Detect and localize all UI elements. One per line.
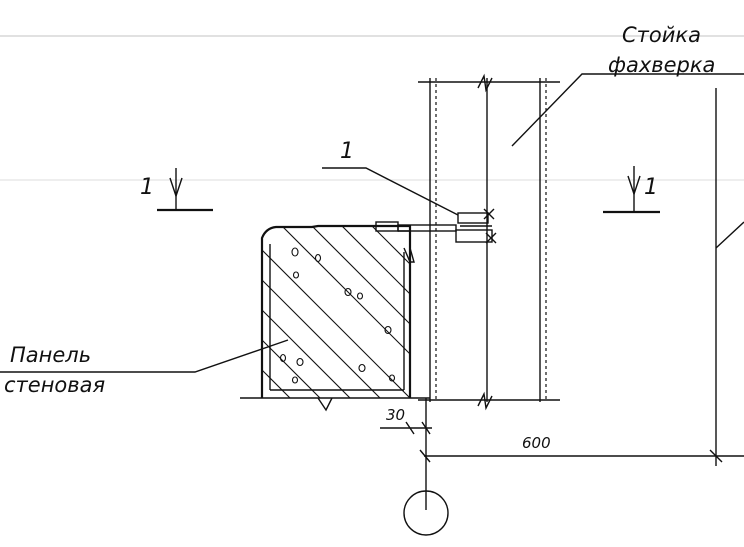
section-left-number: 1 [140,175,154,200]
panel-label-line2: стеновая [4,373,105,397]
leader-lines [0,73,744,373]
guide-lines [0,35,744,181]
dimension-spacing: 600 [522,434,551,452]
callout-number: 1 [340,139,354,164]
section-right-number: 1 [644,175,658,200]
section-mark-left [157,168,213,212]
dimensions [240,397,744,463]
wall-panel [260,224,412,412]
section-mark-right [603,166,660,214]
axis-marker-circle [403,490,449,536]
dimension-gap: 30 [386,406,405,424]
anchor-bracket [375,208,497,263]
panel-hatching [262,226,410,398]
post-label-line2: фахверка [608,53,715,77]
post-column [418,73,560,411]
panel-aggregate [279,247,396,384]
grid-axis [403,88,717,536]
panel-label-line1: Панель [10,343,91,367]
post-label-line1: Стойка [622,23,701,47]
